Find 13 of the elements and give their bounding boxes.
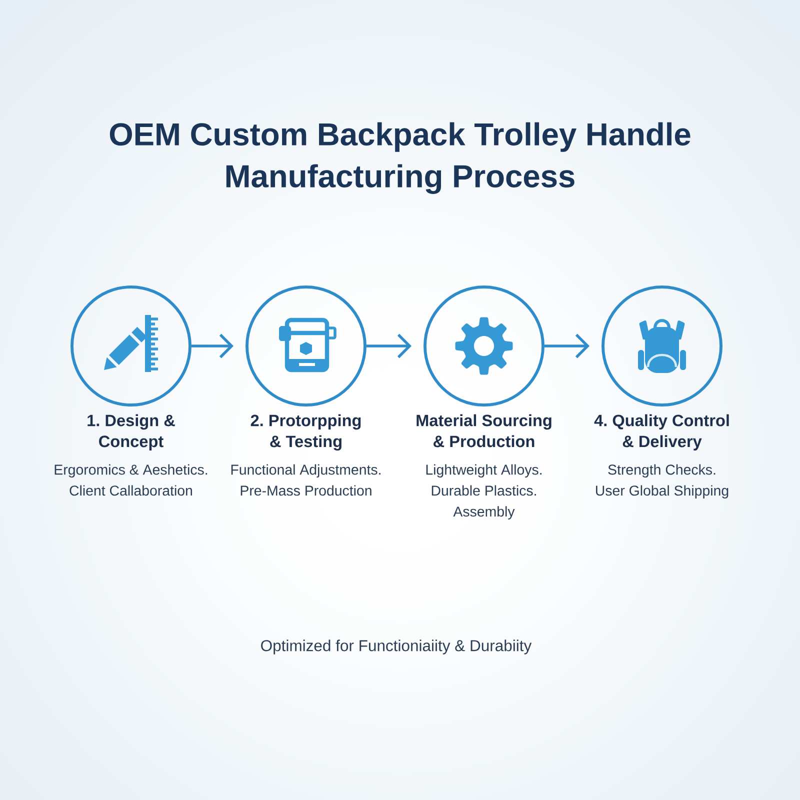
arrow <box>544 334 590 358</box>
arrow <box>366 334 412 358</box>
step-heading: 2. Protorpping & Testing <box>250 414 361 451</box>
step-heading: 4. Quality Control & Delivery <box>594 414 729 450</box>
caption: Optimized for Functioniaiity & Durabiity <box>261 640 532 654</box>
step-description: Functional Adjustments. Pre-Mass Production <box>231 464 380 496</box>
step-heading: 1. Design & Concept <box>88 414 175 450</box>
title: OEM Custom Backpack Trolley Handle Manufacturing Process <box>110 122 690 194</box>
step-heading: Material Sourcing & Production <box>416 414 552 448</box>
step-description: Lightweight Alloys. Durable Plastics. Assembly <box>426 464 542 520</box>
step-description: Ergoromics & Aeshetics. Client Callaboration <box>54 464 208 496</box>
arrow <box>192 334 234 358</box>
step-description: Strength Checks. User Global Shipping <box>596 464 728 498</box>
